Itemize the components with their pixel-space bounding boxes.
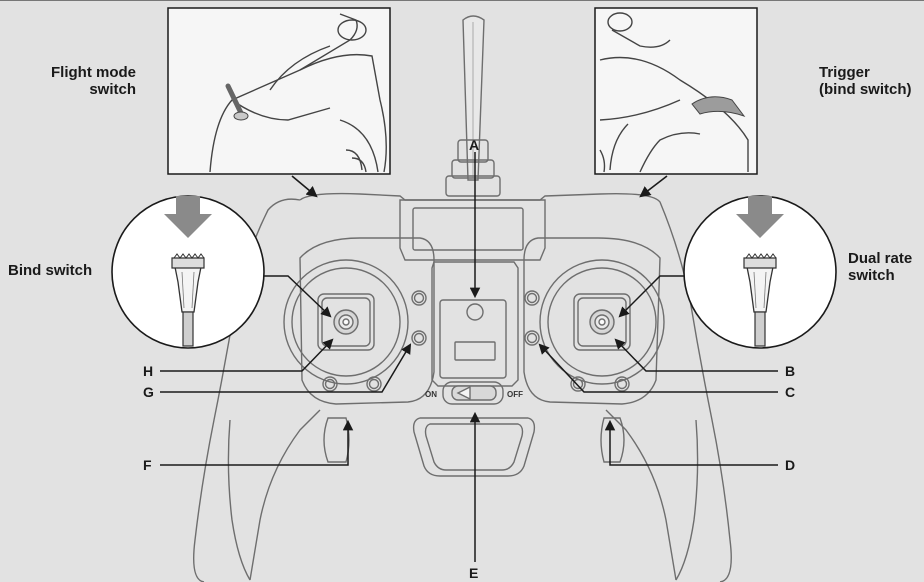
- letter-b: B: [785, 363, 796, 379]
- letter-h: H: [143, 363, 154, 379]
- leader-d: [604, 419, 778, 466]
- leader-c: [538, 343, 778, 393]
- letter-e: E: [469, 565, 479, 581]
- dual-rate-switch-label: Dual rate switch: [848, 250, 913, 284]
- transmitter-body: [192, 15, 732, 582]
- bind-switch-inset: [111, 195, 265, 349]
- leader-b: [614, 338, 778, 372]
- leader-dual-rate: [618, 275, 684, 318]
- leader-bind: [264, 275, 332, 318]
- letter-g: G: [143, 384, 154, 400]
- flight-mode-switch-label: Flight mode switch: [51, 64, 136, 98]
- leader-lines: [160, 152, 778, 562]
- power-off-label: OFF: [507, 390, 523, 399]
- trigger-bind-switch-label: Trigger (bind switch): [819, 64, 912, 98]
- dual-rate-switch-inset: [683, 195, 837, 349]
- letter-f: F: [143, 457, 152, 473]
- letter-a: A: [469, 137, 480, 153]
- letter-d: D: [785, 457, 796, 473]
- power-on-label: ON: [425, 390, 437, 399]
- leader-g: [160, 343, 412, 393]
- leader-h: [160, 338, 334, 372]
- leader-f: [160, 419, 354, 466]
- letter-c: C: [785, 384, 796, 400]
- flight-mode-switch-inset: [167, 7, 391, 175]
- bind-switch-label: Bind switch: [8, 262, 93, 279]
- trigger-inset: [594, 7, 758, 175]
